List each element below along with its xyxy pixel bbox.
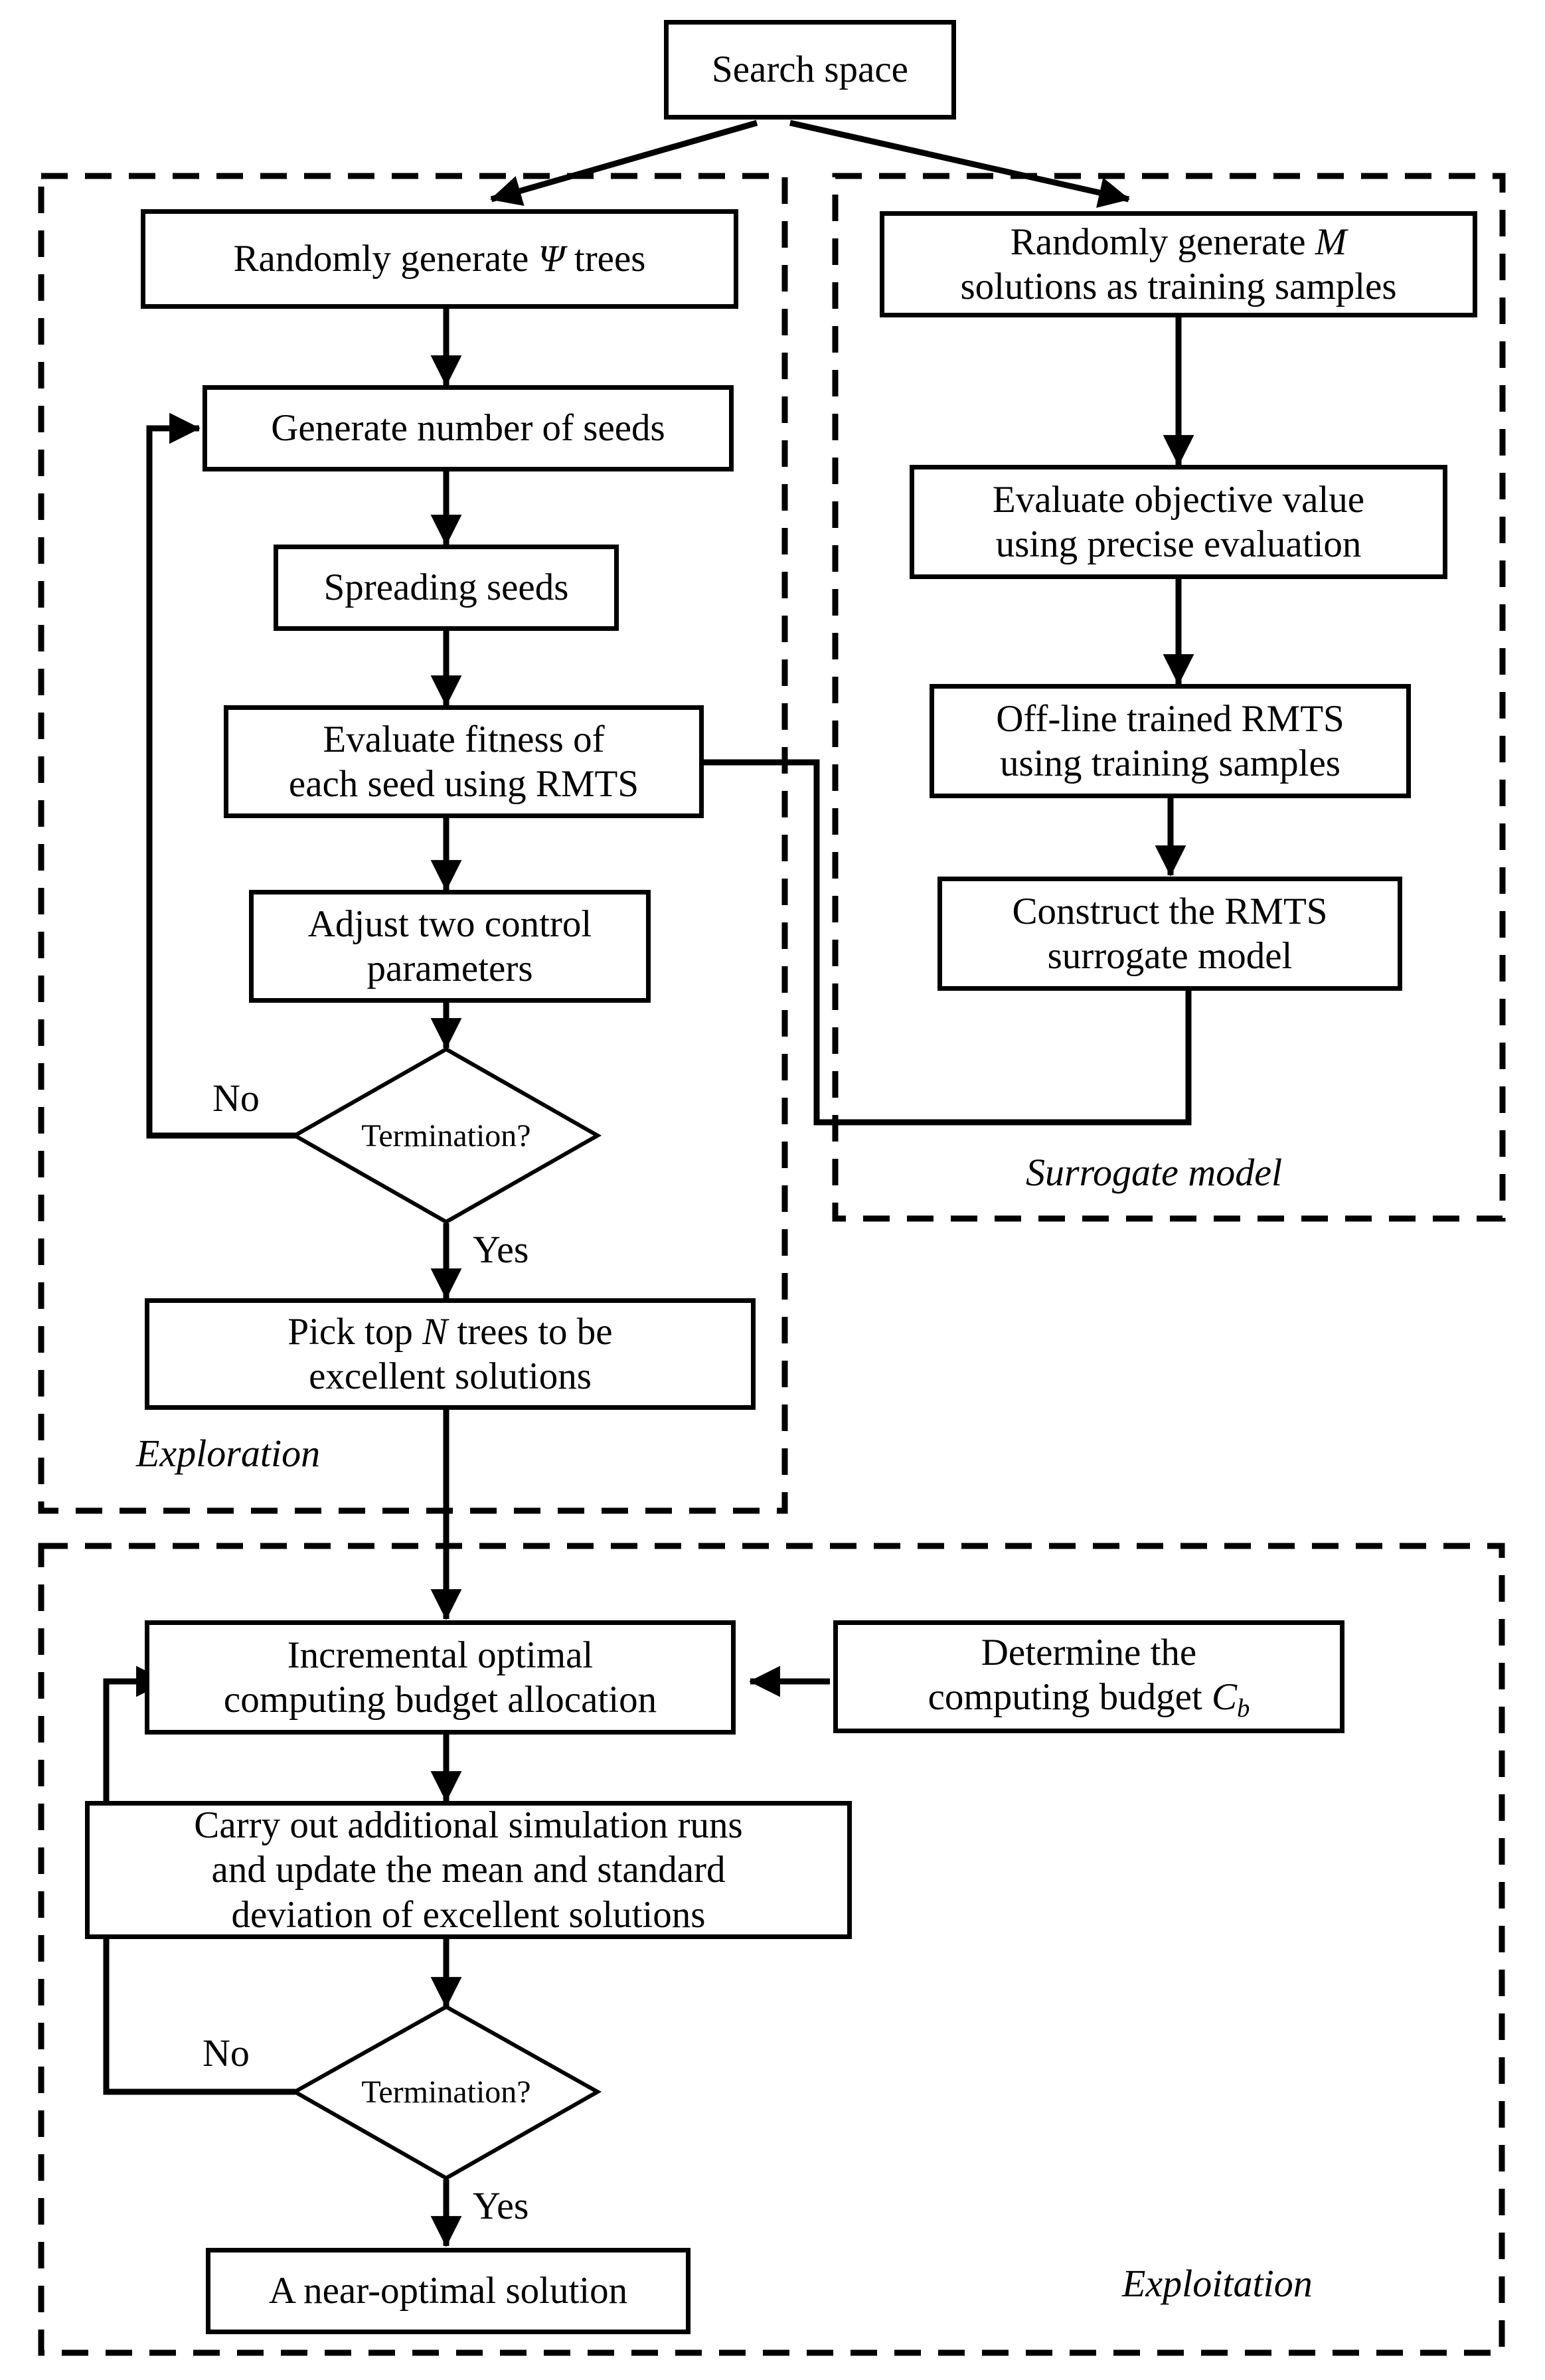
- node-random-m-line1: Randomly generate M: [1010, 220, 1347, 263]
- edge-label-termination2-no: No: [203, 2031, 250, 2075]
- node-carry-out-line3: deviation of excellent solutions: [231, 1893, 706, 1936]
- node-spreading-seeds[interactable]: Spreading seeds: [274, 545, 619, 631]
- edge-label-termination1-yes: Yes: [473, 1228, 529, 1271]
- node-evaluate-objective-line1: Evaluate objective value: [992, 478, 1365, 521]
- node-search-space-label: Search space: [712, 48, 908, 91]
- edge-search-to-random-trees: [490, 120, 758, 207]
- edge-label-termination1-no: No: [212, 1076, 260, 1120]
- node-near-optimal-label: A near-optimal solution: [268, 2270, 628, 2312]
- diamond-termination-2: [290, 2004, 602, 2181]
- node-evaluate-fitness[interactable]: Evaluate fitness of each seed using RMTS: [224, 705, 704, 818]
- node-adjust-params[interactable]: Adjust two control parameters: [249, 890, 651, 1003]
- node-adjust-params-line1: Adjust two control: [307, 902, 592, 945]
- node-pick-top-n-line1: Pick top N trees to be: [287, 1310, 613, 1353]
- node-random-trees-label: Randomly generate Ψ trees: [233, 238, 646, 280]
- node-generate-seeds[interactable]: Generate number of seeds: [203, 385, 734, 471]
- node-construct-rmts-line2: surrogate model: [1047, 935, 1293, 977]
- node-evaluate-objective[interactable]: Evaluate objective value using precise e…: [910, 465, 1447, 579]
- node-offline-rmts[interactable]: Off-line trained RMTS using training sam…: [930, 684, 1411, 798]
- group-border-surrogate: [832, 173, 1506, 1222]
- node-adjust-params-line2: parameters: [366, 948, 533, 989]
- node-random-m-line2: solutions as training samples: [960, 266, 1397, 307]
- node-near-optimal[interactable]: A near-optimal solution: [206, 2248, 691, 2334]
- node-evaluate-fitness-line2: each seed using RMTS: [288, 763, 639, 805]
- edge-label-termination2-yes: Yes: [473, 2184, 529, 2227]
- node-random-trees[interactable]: Randomly generate Ψ trees: [141, 209, 738, 309]
- node-determine-budget-line1: Determine the: [981, 1631, 1197, 1673]
- group-label-exploration: Exploration: [136, 1432, 321, 1475]
- node-evaluate-fitness-line1: Evaluate fitness of: [323, 718, 605, 760]
- node-evaluate-objective-line2: using precise evaluation: [995, 523, 1362, 565]
- node-determine-budget-line2: computing budget Cb: [928, 1675, 1250, 1723]
- node-iocba-line2: computing budget allocation: [223, 1679, 657, 1721]
- node-offline-rmts-line2: using training samples: [1000, 742, 1341, 784]
- node-pick-top-n-line2: excellent solutions: [309, 1355, 592, 1397]
- node-carry-out-runs[interactable]: Carry out additional simulation runs and…: [85, 1801, 852, 1939]
- node-termination-1-label: Termination?: [361, 1118, 531, 1153]
- node-construct-rmts[interactable]: Construct the RMTS surrogate model: [937, 877, 1402, 991]
- node-termination-2-label: Termination?: [361, 2074, 531, 2110]
- node-offline-rmts-line1: Off-line trained RMTS: [996, 697, 1344, 740]
- edge-termination1-no-loop: [146, 412, 299, 1139]
- node-pick-top-n[interactable]: Pick top N trees to be excellent solutio…: [145, 1298, 756, 1410]
- node-spreading-seeds-label: Spreading seeds: [323, 566, 569, 609]
- edge-search-to-random-m: [789, 120, 1130, 208]
- group-border-exploration: [38, 173, 788, 1514]
- node-determine-budget[interactable]: Determine the computing budget Cb: [833, 1620, 1344, 1733]
- node-iocba[interactable]: Incremental optimal computing budget all…: [145, 1620, 736, 1735]
- group-label-surrogate: Surrogate model: [1026, 1151, 1283, 1194]
- group-label-exploitation: Exploitation: [1122, 2262, 1313, 2305]
- node-search-space[interactable]: Search space: [664, 20, 956, 120]
- node-iocba-line1: Incremental optimal: [287, 1634, 594, 1676]
- diamond-termination-1: [290, 1047, 602, 1225]
- group-border-exploitation: [38, 1543, 1505, 2356]
- node-random-m-solutions[interactable]: Randomly generate M solutions as trainin…: [880, 211, 1477, 317]
- node-carry-out-line2: and update the mean and standard: [211, 1849, 726, 1891]
- node-construct-rmts-line1: Construct the RMTS: [1012, 890, 1328, 932]
- node-generate-seeds-label: Generate number of seeds: [271, 407, 665, 450]
- node-carry-out-line1: Carry out additional simulation runs: [194, 1804, 743, 1847]
